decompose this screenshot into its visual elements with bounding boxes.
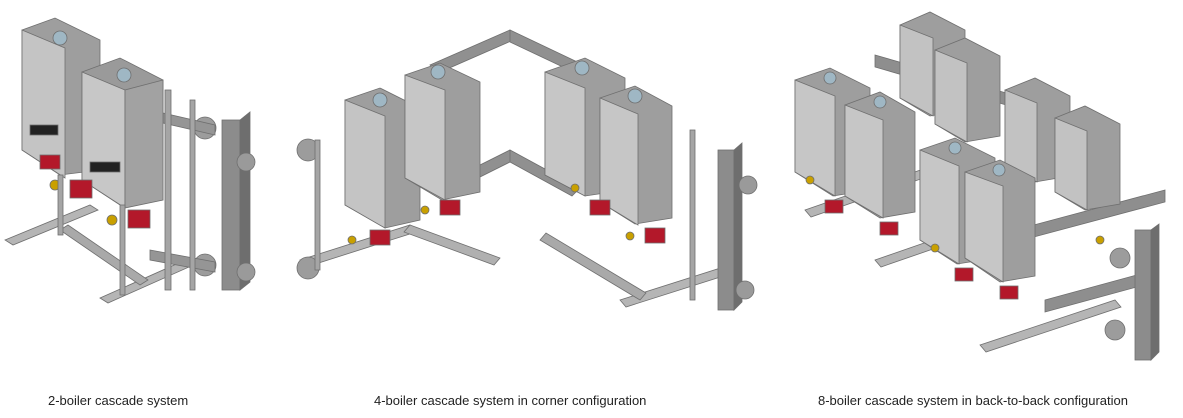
eight-boiler-illustration bbox=[785, 0, 1183, 370]
two-boiler-illustration bbox=[0, 0, 280, 330]
two-boiler-caption: 2-boiler cascade system bbox=[48, 393, 189, 408]
four-boiler-caption: 4-boiler cascade system in corner config… bbox=[374, 393, 647, 408]
eight-boiler-caption: 8-boiler cascade system in back-to-back … bbox=[818, 393, 1128, 408]
four-boiler-illustration bbox=[290, 0, 760, 330]
